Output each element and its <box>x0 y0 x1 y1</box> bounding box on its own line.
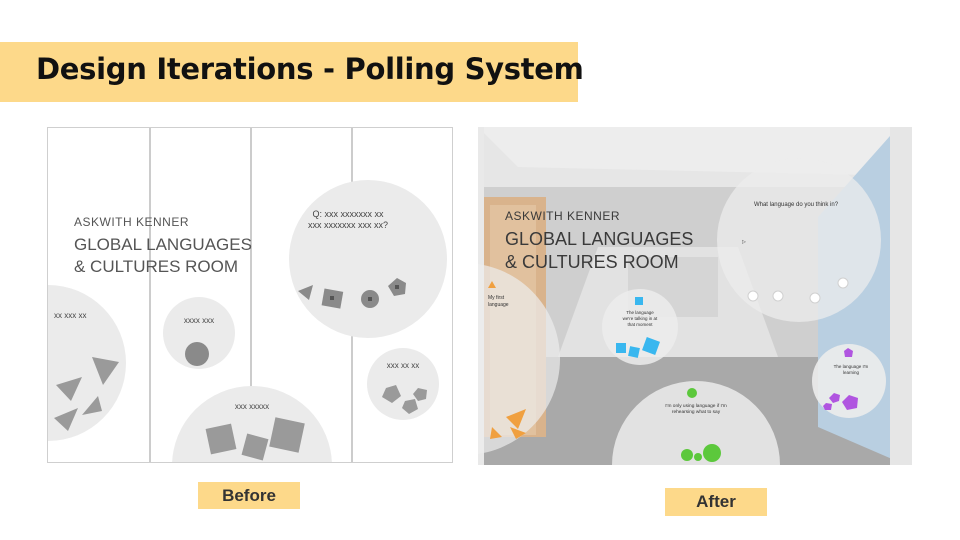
answer-icon <box>747 290 759 302</box>
pentagon-icon <box>842 395 858 410</box>
triangle-icon <box>506 409 526 429</box>
square-icon <box>321 288 344 309</box>
circle-icon <box>694 453 702 461</box>
bubble-left[interactable]: My first language <box>478 263 560 455</box>
bubble-left-line-2: language <box>488 302 509 308</box>
bubble-small[interactable]: xxxx xxx <box>163 297 235 369</box>
room-label-small: ASKWITH KENNER <box>74 215 189 229</box>
triangle-icon <box>510 427 526 439</box>
square-icon <box>269 417 305 453</box>
pentagon-icon <box>829 393 840 403</box>
circle-icon <box>703 444 721 462</box>
square-icon <box>616 343 626 353</box>
bubble-left-line-1: My first <box>488 295 505 301</box>
question-line-1: Q: xxx xxxxxxx xx <box>312 209 384 219</box>
room-label-line-1: GLOBAL LANGUAGES <box>505 229 693 249</box>
triangle-icon <box>82 396 102 415</box>
room-label-line-2: & CULTURES ROOM <box>505 252 679 272</box>
circle-icon <box>361 290 379 308</box>
bubble-left-label: xx xxx xx <box>54 311 86 320</box>
bubble-right-label: xxx xx xx <box>387 361 419 370</box>
bubble-right[interactable]: The language I'm learning <box>812 344 886 418</box>
circle-icon <box>687 388 697 398</box>
circle-icon <box>185 342 209 366</box>
bubble-right-line-2: learning <box>843 370 860 375</box>
after-caption: After <box>665 488 767 516</box>
cursor-icon: ▹ <box>742 237 746 246</box>
square-icon <box>241 433 269 461</box>
triangle-icon <box>54 408 78 431</box>
circle-icon <box>681 449 693 461</box>
question-bubble[interactable]: What language do you think in? ▹ <box>717 158 881 322</box>
question-line-2: xxx xxxxxxx xxx xx? <box>308 220 388 230</box>
bubble-left[interactable]: xx xxx xx <box>48 285 126 441</box>
square-icon <box>642 337 660 355</box>
question-bubble[interactable]: Q: xxx xxxxxxx xx xxx xxxxxxx xxx xx? <box>289 180 447 338</box>
before-mockup: Q: xxx xxxxxxx xx xxx xxxxxxx xxx xx? AS… <box>47 127 453 463</box>
square-icon <box>628 346 640 358</box>
triangle-icon <box>490 427 502 439</box>
question-text: What language do you think in? <box>754 202 839 208</box>
pentagon-icon <box>402 399 418 414</box>
before-caption: Before <box>198 482 300 509</box>
pentagon-icon <box>382 385 401 403</box>
room-label-small: ASKWITH KENNER <box>505 209 620 223</box>
room-label-line-1: GLOBAL LANGUAGES <box>74 235 252 254</box>
bubble-bottom[interactable]: I'm only using language if I'm rehearsin… <box>612 381 780 465</box>
triangle-icon <box>56 377 82 401</box>
bubble-bottom-line-2: rehearsing what to say <box>672 409 721 415</box>
pentagon-icon <box>413 388 427 401</box>
triangle-icon <box>488 281 496 288</box>
bubble-center-line-3: that moment <box>627 322 653 327</box>
bubble-center-line-2: we're talking in at <box>623 316 658 321</box>
bubble-bottom-label: xxx xxxxx <box>235 402 269 411</box>
bubble-right[interactable]: xxx xx xx <box>367 348 439 420</box>
bubble-small-label: xxxx xxx <box>184 316 214 325</box>
bubble-center-line-1: The language <box>626 310 654 315</box>
answer-icon <box>772 290 784 302</box>
square-icon <box>205 423 237 455</box>
slide-title: Design Iterations - Polling System <box>36 52 584 86</box>
title-band <box>0 42 578 102</box>
shape-icon <box>298 285 313 300</box>
square-icon <box>635 297 643 305</box>
triangle-icon <box>92 357 119 385</box>
pentagon-icon <box>823 403 832 410</box>
answer-icon <box>809 292 821 304</box>
pentagon-icon <box>844 348 853 357</box>
bubble-bottom-line-1: I'm only using language if I'm <box>665 403 727 409</box>
bubble-center[interactable]: The language we're talking in at that mo… <box>602 289 678 365</box>
room-label-line-2: & CULTURES ROOM <box>74 257 238 276</box>
answer-icon <box>837 277 849 289</box>
pentagon-icon <box>388 278 406 296</box>
after-mockup: What language do you think in? ▹ ASKWITH… <box>478 127 912 465</box>
bubble-bottom[interactable]: xxx xxxxx <box>172 386 332 463</box>
bubble-right-line-1: The language I'm <box>834 364 869 369</box>
